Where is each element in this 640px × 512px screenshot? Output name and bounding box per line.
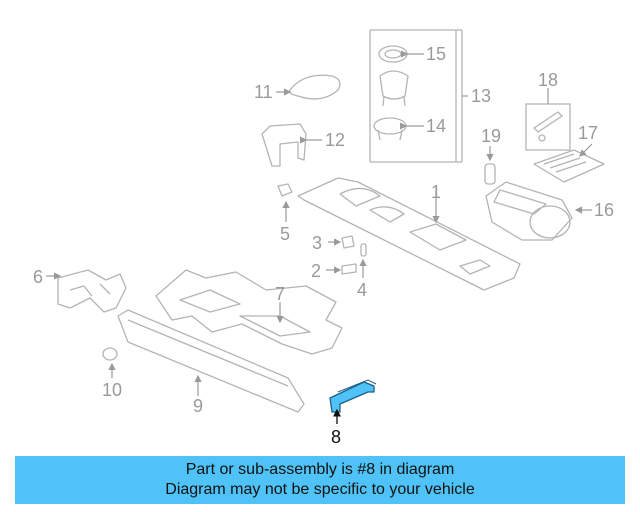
callout-5: 5 <box>280 224 290 244</box>
part-8-bracket-highlighted <box>329 379 377 424</box>
callout-19: 19 <box>481 126 501 146</box>
part-13-cup-holder <box>379 70 409 107</box>
part-2-tab <box>326 263 357 275</box>
callout-1: 1 <box>431 182 441 202</box>
callout-12: 12 <box>325 130 345 150</box>
callout-3: 3 <box>312 233 322 253</box>
callout-15: 15 <box>426 44 446 64</box>
part-17-mat <box>533 143 605 183</box>
callout-18: 18 <box>538 70 558 90</box>
parts-diagram: 1 2 3 4 5 6 7 8 9 10 11 12 13 14 15 16 1… <box>33 29 614 447</box>
callout-9: 9 <box>193 396 203 416</box>
part-3-tab <box>328 235 355 249</box>
assembly-13-box <box>369 29 468 163</box>
part-16-storage-bin <box>485 181 592 241</box>
callout-16: 16 <box>594 200 614 220</box>
part-4-pin <box>359 243 367 278</box>
callout-2: 2 <box>311 261 321 281</box>
callout-13: 13 <box>471 86 491 106</box>
callout-8: 8 <box>331 427 341 447</box>
part-1-console-panel <box>297 177 521 291</box>
callout-4: 4 <box>357 280 367 300</box>
part-19-trim-piece <box>484 146 496 185</box>
info-banner: Part or sub-assembly is #8 in diagram Di… <box>15 456 625 504</box>
callout-6: 6 <box>33 267 43 287</box>
callout-11: 11 <box>254 82 273 102</box>
part-14-cup-base <box>373 117 424 141</box>
banner-line-2: Diagram may not be specific to your vehi… <box>165 481 475 498</box>
callout-7: 7 <box>275 284 285 304</box>
part-10-plug <box>102 347 118 378</box>
part-7-console-frame <box>155 269 343 355</box>
callout-17: 17 <box>578 123 598 143</box>
callout-14: 14 <box>426 116 446 136</box>
part-11-lid <box>276 74 341 100</box>
part-5-clip <box>277 183 293 222</box>
part-9-side-panel <box>117 309 305 413</box>
callout-10: 10 <box>102 380 122 400</box>
part-12-bracket <box>261 123 322 167</box>
part-15-cup-insert <box>378 45 424 63</box>
banner-line-1: Part or sub-assembly is #8 in diagram <box>185 461 455 478</box>
part-6-bracket <box>46 269 127 313</box>
part-18-key-box <box>525 88 571 151</box>
